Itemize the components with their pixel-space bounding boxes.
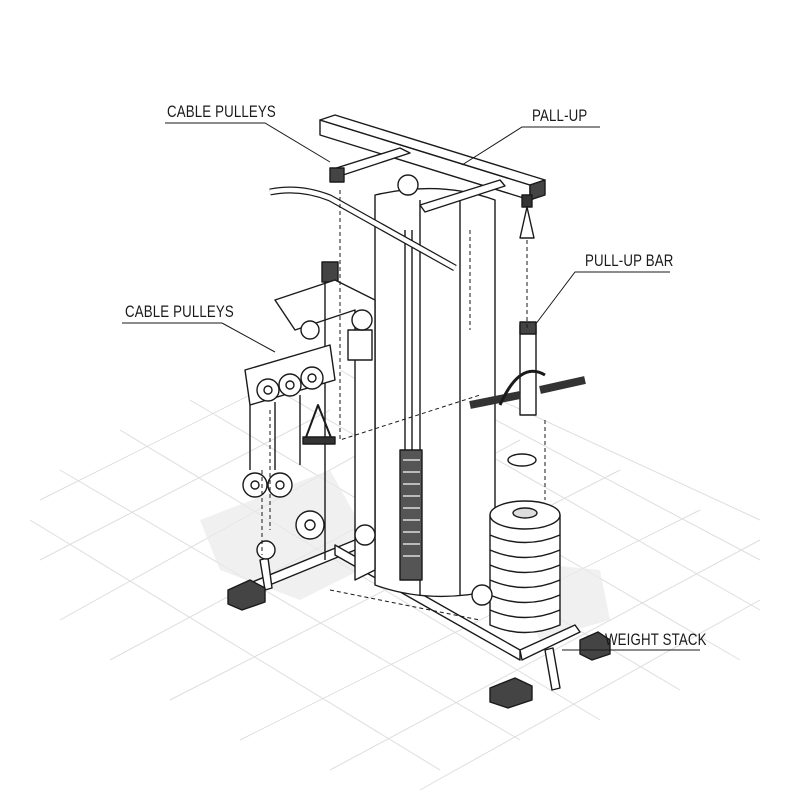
right-handle-assembly [469,321,586,467]
central-column [374,174,496,598]
label-cable-pulleys-left: CABLE PULLEYS [125,302,234,321]
label-cable-pulleys-top: CABLE PULLEYS [167,102,276,121]
weight-plate-stack [471,500,561,634]
label-weight-stack: WEIGHT STACK [605,630,707,649]
label-pall-up: PALL-UP [532,106,588,125]
left-pulley-tower [242,261,376,581]
dashed-guide-lines [261,190,546,621]
label-pull-up-bar: PULL-UP BAR [585,251,674,270]
top-frame [319,114,546,239]
pull-up-bar [269,186,457,272]
leader-lines [122,122,700,651]
